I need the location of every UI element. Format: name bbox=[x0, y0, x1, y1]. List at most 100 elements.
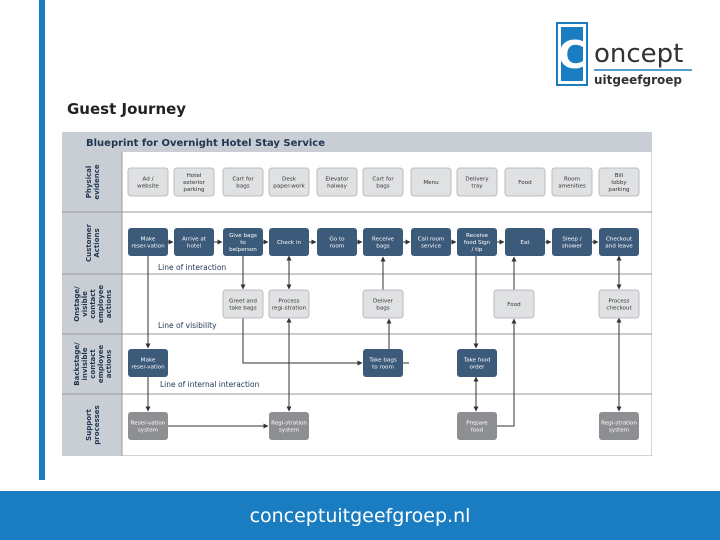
svg-text:bags: bags bbox=[376, 244, 390, 250]
svg-text:Process: Process bbox=[608, 299, 629, 305]
svg-text:Make: Make bbox=[141, 358, 156, 364]
svg-text:food Sign: food Sign bbox=[464, 240, 491, 246]
svg-text:Process: Process bbox=[278, 299, 299, 305]
svg-text:and leave: and leave bbox=[605, 244, 633, 250]
svg-text:amenities: amenities bbox=[558, 184, 586, 190]
svg-text:Arrive at: Arrive at bbox=[182, 237, 207, 243]
footer-url: conceptuitgeefgroep.nl bbox=[249, 505, 471, 527]
svg-text:Ad /: Ad / bbox=[143, 177, 154, 183]
svg-text:checkout: checkout bbox=[606, 306, 632, 312]
line-label: Line of interaction bbox=[158, 263, 226, 272]
svg-text:Call room: Call room bbox=[418, 237, 445, 243]
svg-text:Regi-stration: Regi-stration bbox=[271, 421, 307, 427]
svg-text:Actions: Actions bbox=[93, 228, 101, 257]
svg-text:Take bags: Take bags bbox=[368, 358, 397, 364]
onstage-action-box: Food bbox=[493, 289, 535, 319]
svg-text:Sleep /: Sleep / bbox=[562, 237, 581, 243]
svg-text:Elevator: Elevator bbox=[325, 177, 349, 183]
svg-text:take bags: take bags bbox=[229, 306, 256, 312]
physical-evidence-box: Menu bbox=[410, 167, 452, 197]
svg-text:employee: employee bbox=[97, 285, 105, 324]
svg-text:Make: Make bbox=[141, 237, 156, 243]
svg-text:actions: actions bbox=[105, 350, 113, 379]
svg-text:room: room bbox=[330, 244, 344, 250]
svg-text:website: website bbox=[137, 184, 159, 190]
svg-text:Hotel: Hotel bbox=[187, 173, 202, 179]
footer-bar: conceptuitgeefgroep.nl bbox=[0, 491, 720, 540]
svg-text:Deliver: Deliver bbox=[373, 299, 394, 305]
line-label: Line of visibility bbox=[158, 321, 217, 330]
svg-text:Room: Room bbox=[564, 177, 580, 183]
left-accent-bar bbox=[39, 0, 45, 480]
svg-text:parking: parking bbox=[608, 187, 630, 193]
svg-text:reser-vation: reser-vation bbox=[131, 244, 165, 250]
customer-action-box: Check in bbox=[269, 228, 309, 256]
svg-text:Food: Food bbox=[507, 302, 521, 308]
svg-text:bags: bags bbox=[376, 306, 390, 312]
svg-text:tray: tray bbox=[471, 184, 483, 190]
blueprint-title: Blueprint for Overnight Hotel Stay Servi… bbox=[86, 138, 325, 149]
svg-text:exterior: exterior bbox=[183, 180, 206, 186]
svg-text:parking: parking bbox=[183, 187, 205, 193]
svg-text:employee: employee bbox=[97, 345, 105, 384]
concept-logo: C oncept uitgeefgroep bbox=[556, 22, 692, 87]
svg-text:order: order bbox=[470, 365, 486, 371]
svg-text:Greet and: Greet and bbox=[229, 299, 257, 305]
service-blueprint-diagram: Blueprint for Overnight Hotel Stay Servi… bbox=[62, 132, 652, 456]
svg-text:paper-work: paper-work bbox=[273, 184, 305, 190]
svg-text:Check in: Check in bbox=[277, 240, 302, 246]
svg-text:to room: to room bbox=[372, 365, 394, 371]
svg-text:Receive: Receive bbox=[372, 237, 394, 243]
svg-text:Bill: Bill bbox=[615, 173, 624, 179]
svg-text:Onstage/: Onstage/ bbox=[73, 286, 81, 322]
svg-text:Menu: Menu bbox=[423, 180, 439, 186]
svg-text:halway: halway bbox=[327, 184, 348, 190]
customer-action-box: Eat bbox=[505, 228, 545, 256]
svg-text:Go to: Go to bbox=[329, 237, 345, 243]
svg-text:evidence: evidence bbox=[93, 164, 101, 200]
svg-text:contact: contact bbox=[89, 289, 97, 319]
svg-text:Checkout: Checkout bbox=[606, 237, 633, 243]
slide-title: Guest Journey bbox=[67, 100, 187, 118]
logo-subtitle: uitgeefgroep bbox=[594, 73, 682, 87]
svg-text:to: to bbox=[240, 240, 246, 246]
physical-evidence-box: Ad /website bbox=[127, 167, 169, 197]
svg-text:Take food: Take food bbox=[463, 358, 491, 364]
svg-text:contact: contact bbox=[89, 349, 97, 379]
svg-text:Prepare: Prepare bbox=[466, 421, 488, 427]
svg-text:Backstage/: Backstage/ bbox=[73, 342, 81, 386]
svg-text:Physical: Physical bbox=[85, 166, 93, 199]
svg-text:actions: actions bbox=[105, 290, 113, 319]
customer-action-box: Sleep /shower bbox=[552, 228, 592, 256]
physical-evidence-box: Food bbox=[504, 167, 546, 197]
svg-text:belperson: belperson bbox=[229, 247, 257, 253]
svg-text:reser-vation: reser-vation bbox=[131, 365, 165, 371]
